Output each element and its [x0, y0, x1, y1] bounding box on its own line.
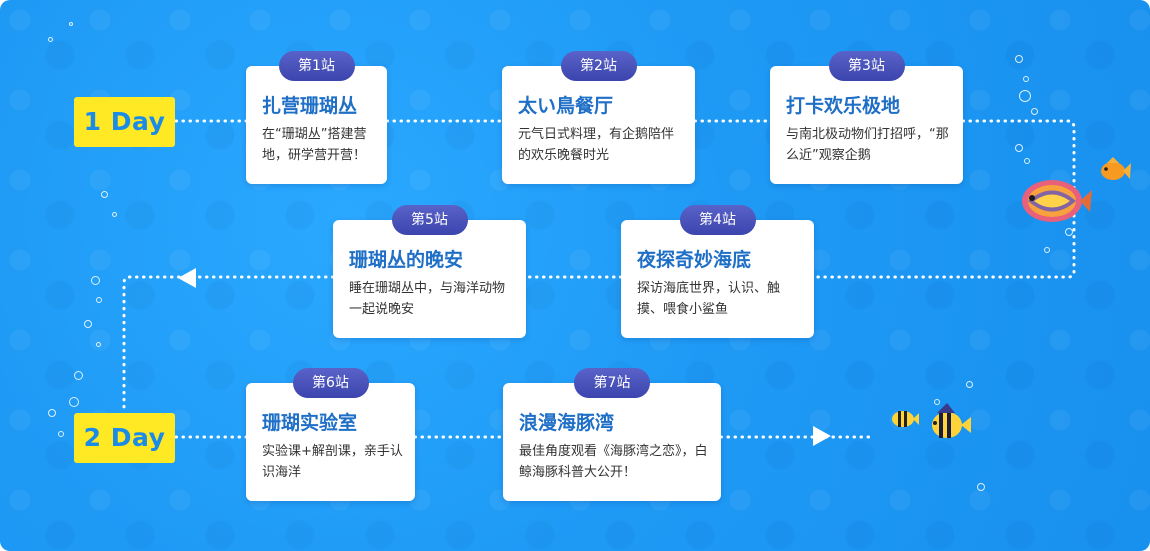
bubble-icon — [48, 37, 53, 42]
bubble-icon — [1044, 247, 1050, 253]
arrow-right-icon — [813, 426, 831, 446]
station-badge: 第4站 — [679, 205, 756, 235]
bubble-icon — [69, 397, 79, 407]
bubble-icon — [1023, 76, 1029, 82]
station-description: 最佳角度观看《海豚湾之恋》，白鲸海豚科普大公开！ — [519, 444, 708, 480]
station-description: 实验课+解剖课，亲手认识海洋 — [262, 444, 403, 480]
bubble-icon — [48, 409, 56, 417]
bubble-icon — [1024, 158, 1030, 164]
bubble-icon — [84, 320, 92, 328]
bubble-icon — [1019, 90, 1031, 102]
station-card-3: 第3站 打卡欢乐极地 与南北极动物们打招呼，“那么近”观察企鹅 — [770, 51, 963, 184]
bubble-icon — [58, 431, 64, 437]
station-title: 扎营珊瑚丛 — [262, 95, 358, 117]
station-card-6: 第6站 珊瑚实验室 实验课+解剖课，亲手认识海洋 — [246, 368, 415, 501]
bubble-icon — [74, 371, 83, 380]
station-card-4: 第4站 夜探奇妙海底 探访海底世界，认识、触摸、喂食小鲨鱼 — [621, 205, 814, 338]
bubble-icon — [1065, 228, 1073, 236]
arrow-left-icon — [178, 268, 196, 288]
station-badge: 第6站 — [292, 368, 369, 398]
station-title: 珊瑚实验室 — [262, 412, 358, 434]
station-description: 在“珊瑚丛”搭建营地，研学营开营！ — [262, 127, 367, 163]
station-card-2: 第2站 太い鳥餐厅 元气日式料理，有企鹅陪伴的欢乐晚餐时光 — [502, 51, 695, 184]
station-description: 元气日式料理，有企鹅陪伴的欢乐晚餐时光 — [518, 127, 675, 163]
small-fish-icon — [892, 411, 919, 427]
day-2-label: 2 Day — [74, 413, 175, 463]
station-badge: 第3站 — [828, 51, 905, 81]
station-title: 夜探奇妙海底 — [637, 249, 752, 271]
station-badge: 第1站 — [278, 51, 355, 81]
station-badge: 第5站 — [391, 205, 468, 235]
bubble-icon — [112, 212, 117, 217]
station-description: 与南北极动物们打招呼，“那么近”观察企鹅 — [786, 127, 949, 163]
bubble-icon — [934, 399, 940, 405]
station-badge: 第7站 — [574, 368, 650, 398]
bubble-icon — [91, 276, 100, 285]
bubble-icon — [966, 381, 973, 388]
station-description: 睡在珊瑚丛中，与海洋动物一起说晚安 — [349, 281, 506, 317]
station-card-5: 第5站 珊瑚丛的晚安 睡在珊瑚丛中，与海洋动物一起说晚安 — [333, 205, 526, 338]
bubble-icon — [96, 297, 102, 303]
tropical-fish-icon — [1022, 180, 1092, 222]
orange-fish-icon — [1101, 157, 1131, 180]
station-title: 太い鳥餐厅 — [518, 95, 614, 117]
station-card-1: 第1站 扎营珊瑚丛 在“珊瑚丛”搭建营地，研学营开营！ — [246, 51, 387, 184]
route-line-day1 — [122, 119, 1076, 415]
bubble-icon — [977, 483, 985, 491]
bubble-icon — [1015, 55, 1023, 63]
bubble-icon — [101, 191, 108, 198]
angelfish-icon — [932, 403, 971, 438]
station-title: 打卡欢乐极地 — [786, 95, 901, 117]
bubble-icon — [69, 22, 73, 26]
bubble-icon — [1031, 108, 1038, 115]
station-badge: 第2站 — [560, 51, 637, 81]
day-1-label: 1 Day — [74, 97, 175, 147]
bubble-icon — [96, 342, 101, 347]
bubble-icon — [1015, 144, 1023, 152]
station-description: 探访海底世界，认识、触摸、喂食小鲨鱼 — [637, 281, 781, 317]
station-title: 浪漫海豚湾 — [519, 412, 615, 434]
station-title: 珊瑚丛的晚安 — [349, 249, 464, 271]
station-card-7: 第7站 浪漫海豚湾 最佳角度观看《海豚湾之恋》，白鲸海豚科普大公开！ — [503, 368, 721, 501]
